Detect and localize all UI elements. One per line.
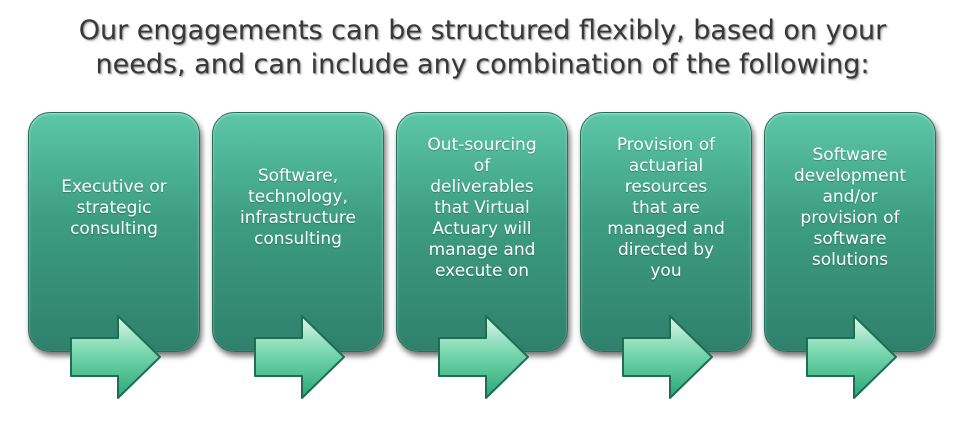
step-label-4: Provision of actuarial resources that ar… xyxy=(607,134,725,281)
right-arrow-icon xyxy=(622,315,713,399)
heading-line-2: needs, and can include any combination o… xyxy=(95,49,870,80)
step-card-5: Software development and/or provision of… xyxy=(764,112,936,352)
right-arrow-icon xyxy=(438,315,529,399)
heading-line-1: Our engagements can be structured flexib… xyxy=(78,15,887,46)
right-arrow-icon xyxy=(806,315,897,399)
step-card-3: Out-sourcing of deliverables that Virtua… xyxy=(396,112,568,352)
step-card-4: Provision of actuarial resources that ar… xyxy=(580,112,752,352)
step-label-2: Software, technology, infrastructure con… xyxy=(239,166,357,249)
step-label-1: Executive or strategic consulting xyxy=(61,176,167,239)
right-arrow-icon xyxy=(70,315,161,399)
step-label-5: Software development and/or provision of… xyxy=(793,145,907,270)
step-card-1: Executive or strategic consulting xyxy=(28,112,200,352)
right-arrow-icon xyxy=(254,315,345,399)
diagram-heading: Our engagements can be structured flexib… xyxy=(0,14,965,82)
step-card-2: Software, technology, infrastructure con… xyxy=(212,112,384,352)
step-label-3: Out-sourcing of deliverables that Virtua… xyxy=(427,134,537,281)
